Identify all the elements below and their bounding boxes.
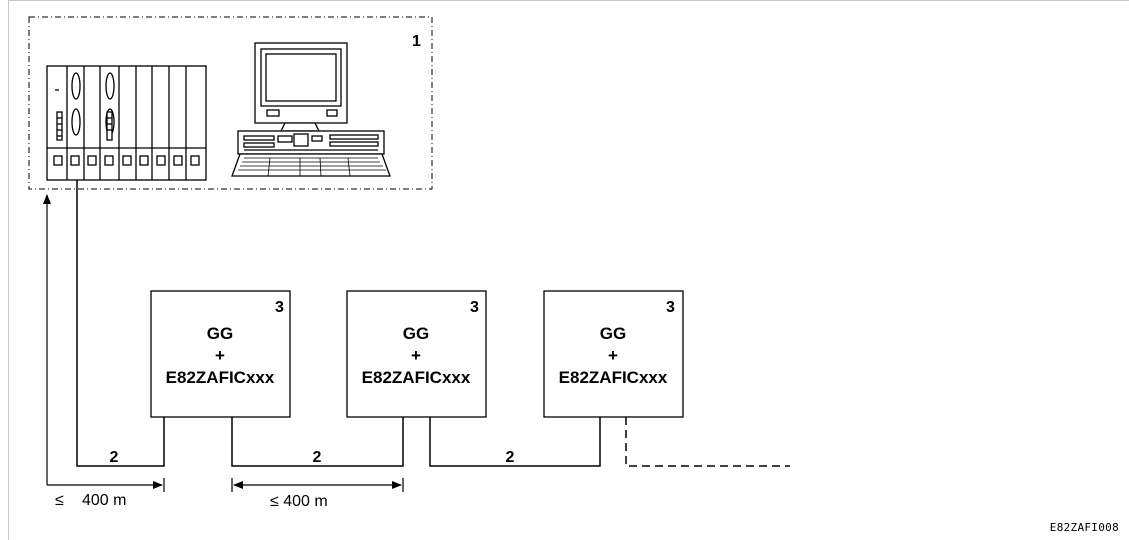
pc-workstation-icon [231, 42, 391, 177]
bus-cable [76, 180, 601, 467]
device-number: 3 [470, 299, 479, 316]
dimension-2-label: ≤ 400 m [270, 493, 328, 510]
device-box-1: 3 GG + E82ZAFICxxx [150, 290, 291, 418]
device-line-2: + [411, 346, 421, 365]
device-line-1: GG [600, 324, 626, 343]
device-line-3: E82ZAFICxxx [166, 368, 275, 387]
cable-segment-3-number: 2 [506, 449, 515, 466]
device-box-2: 3 GG + E82ZAFICxxx [346, 290, 487, 418]
device-line-3: E82ZAFICxxx [362, 368, 471, 387]
device-number: 3 [666, 299, 675, 316]
host-system-boundary [28, 16, 433, 190]
dimension-1-label: 400 m [82, 492, 126, 509]
device-line-2: + [215, 346, 225, 365]
device-number: 3 [275, 299, 284, 316]
device-line-3: E82ZAFICxxx [559, 368, 668, 387]
device-line-1: GG [403, 324, 429, 343]
figure-frame [8, 0, 1129, 540]
host-system-number: 1 [412, 33, 421, 50]
dimension-line-2 [231, 478, 404, 492]
figure-code: E82ZAFI008 [1049, 521, 1119, 534]
device-line-1: GG [207, 324, 233, 343]
dimension-line-1 [43, 194, 165, 492]
plc-rack-icon [46, 65, 207, 181]
dimension-1-symbol: ≤ [55, 492, 64, 509]
device-line-2: + [608, 346, 618, 365]
cable-segment-1-number: 2 [110, 449, 119, 466]
device-box-3: 3 GG + E82ZAFICxxx [543, 290, 684, 418]
cable-segment-2-number: 2 [313, 449, 322, 466]
bus-continuation [625, 417, 790, 467]
